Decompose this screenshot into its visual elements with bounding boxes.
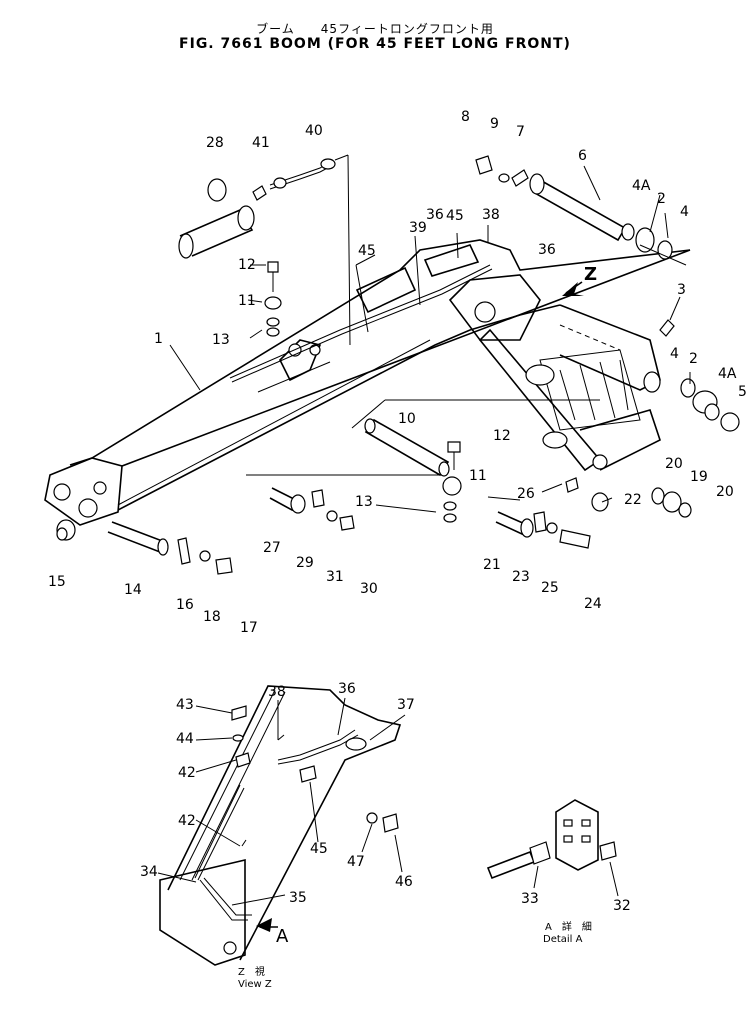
label-47: 47 (347, 854, 365, 870)
label-16: 16 (176, 597, 194, 613)
label-42a: 42 (178, 765, 196, 781)
label-40: 40 (305, 123, 323, 139)
a-marker: A (276, 926, 289, 947)
label-12a: 12 (238, 257, 256, 273)
boom-foot-pin (529, 173, 740, 432)
view-z-japanese: Z 視 (238, 965, 265, 978)
detail-a-arrow (256, 918, 278, 932)
label-4A-b: 4A (718, 366, 737, 382)
label-20b: 20 (716, 484, 734, 500)
detail-a-caption: Detail A (543, 934, 583, 945)
label-27: 27 (263, 540, 281, 556)
label-4A-a: 4A (632, 178, 651, 194)
view-z-arrow (562, 281, 584, 296)
view-z-drawing (159, 685, 402, 966)
detail-a-japanese: A 詳 細 (545, 920, 592, 933)
label-34: 34 (140, 864, 158, 880)
label-32: 32 (613, 898, 631, 914)
label-11a: 11 (238, 293, 256, 309)
label-2b: 2 (689, 351, 698, 367)
label-44: 44 (176, 731, 194, 747)
label-38a: 38 (482, 207, 500, 223)
detail-a-drawing (486, 799, 617, 880)
z-marker: Z (584, 264, 597, 285)
label-7: 7 (516, 124, 525, 140)
label-45b: 45 (358, 243, 376, 259)
label-13a: 13 (212, 332, 230, 348)
label-26: 26 (517, 486, 535, 502)
label-11b: 11 (469, 468, 487, 484)
label-35: 35 (289, 890, 307, 906)
label-14: 14 (124, 582, 142, 598)
label-38b: 38 (268, 684, 286, 700)
top-small-parts (178, 155, 529, 337)
label-23: 23 (512, 569, 530, 585)
label-36c: 36 (538, 242, 556, 258)
label-21: 21 (483, 557, 501, 573)
view-markers: Z A Z 視 View Z A 詳 細 Detail A (238, 264, 597, 990)
figure-title-japanese: ブーム 45フィートロングフロント用 (256, 22, 494, 36)
label-12b: 12 (493, 428, 511, 444)
label-4b: 4 (670, 346, 679, 362)
label-41: 41 (252, 135, 270, 151)
label-45a: 45 (446, 208, 464, 224)
label-24: 24 (584, 596, 602, 612)
label-33: 33 (521, 891, 539, 907)
label-22: 22 (624, 492, 642, 508)
view-z-caption: View Z (238, 979, 272, 990)
label-10: 10 (398, 411, 416, 427)
figure-title: FIG. 7661 BOOM (FOR 45 FEET LONG FRONT) (179, 36, 571, 52)
label-5: 5 (738, 384, 747, 400)
label-36a: 36 (426, 207, 444, 223)
label-9: 9 (490, 116, 499, 132)
label-4a: 4 (680, 204, 689, 220)
part-labels: 1 2 2 3 4 4 4A 4A 5 6 7 8 9 10 11 11 12 … (48, 109, 747, 914)
label-18: 18 (203, 609, 221, 625)
label-19: 19 (690, 469, 708, 485)
label-30: 30 (360, 581, 378, 597)
label-20a: 20 (665, 456, 683, 472)
label-17: 17 (240, 620, 258, 636)
label-45c: 45 (310, 841, 328, 857)
label-28: 28 (206, 135, 224, 151)
label-2a: 2 (657, 191, 666, 207)
label-31: 31 (326, 569, 344, 585)
label-25: 25 (541, 580, 559, 596)
label-15: 15 (48, 574, 66, 590)
view-z-leaders (157, 697, 619, 906)
leader-lines (169, 154, 691, 513)
label-13b: 13 (355, 494, 373, 510)
label-37: 37 (397, 697, 415, 713)
label-1: 1 (154, 331, 163, 347)
boom-body (44, 239, 691, 526)
label-8: 8 (461, 109, 470, 125)
label-36b: 36 (338, 681, 356, 697)
label-39: 39 (409, 220, 427, 236)
label-43: 43 (176, 697, 194, 713)
label-46: 46 (395, 874, 413, 890)
label-6: 6 (578, 148, 587, 164)
mid-lower-parts (56, 418, 692, 575)
label-42b: 42 (178, 813, 196, 829)
label-3: 3 (677, 282, 686, 298)
label-29: 29 (296, 555, 314, 571)
